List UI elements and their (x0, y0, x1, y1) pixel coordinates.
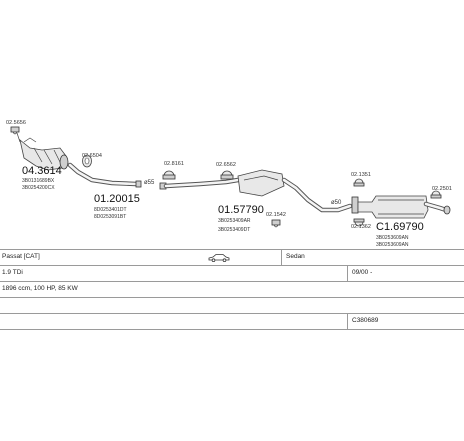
part-number-catalyst: 04.3614 (22, 165, 62, 177)
catalyst-assembly (10, 126, 69, 171)
part-number-clamp: 02.1362 (351, 224, 371, 230)
part-number-middle-silencer: 01.57790 (218, 204, 264, 216)
rear-silencer-assembly (351, 195, 451, 219)
part-number-clamp: 02.5656 (6, 120, 26, 126)
oem-code: 3B0254200CX (22, 185, 55, 191)
front-pipe (67, 162, 142, 188)
clamp-icon (353, 178, 365, 187)
clamp-icon (10, 126, 20, 135)
part-number-front-pipe: 01.20015 (94, 193, 140, 205)
part-number-gasket: 02.6504 (82, 153, 102, 159)
oem-code: 3B0131689BX (22, 178, 55, 184)
oem-code: 8D0253401DT (94, 207, 127, 213)
car-side-icon (208, 254, 230, 262)
oem-code: 8D0253091BT (94, 214, 126, 220)
part-number-clamp: 02.1351 (351, 172, 371, 178)
engine-specs: 1896 ccm, 100 HP, 85 KW (2, 285, 78, 292)
clamp-icon (271, 219, 281, 228)
exhaust-system-diagram: 02.5656 04.3614 3B0131689BX 3B0254200CX … (6, 120, 452, 248)
engine: 1.9 TDi (2, 269, 23, 276)
part-number-clamp: 02.8161 (164, 161, 184, 167)
body-type: Sedan (286, 253, 305, 260)
part-number-clamp: 02.2501 (432, 186, 452, 192)
info-row (0, 297, 464, 313)
middle-silencer-assembly (159, 169, 353, 213)
oem-code: 3B0253409AR (218, 218, 251, 224)
clamp-icon (430, 190, 442, 199)
part-number-rear-silencer: C1.69790 (376, 221, 424, 233)
part-number-clamp: 02.6562 (216, 162, 236, 168)
info-row: 1.9 TDi 09/00 - (0, 265, 464, 281)
production-date: 09/00 - (352, 269, 373, 276)
part-number-clamp: 02.1542 (266, 212, 286, 218)
reference-number: C380689 (352, 317, 379, 324)
pipe-diameter: ø55 (144, 180, 155, 186)
gasket-icon (82, 154, 92, 168)
info-row: Passat [CAT] Sedan (0, 249, 464, 265)
clamp-icon (353, 218, 365, 227)
oem-code: 3B0253609AN (376, 235, 409, 241)
oem-code: 3B0253609AN (376, 242, 409, 248)
oem-code: 3B0253409DT (218, 227, 250, 233)
info-row: 1896 ccm, 100 HP, 85 KW (0, 281, 464, 297)
info-row: C380689 (0, 313, 464, 330)
vehicle-info-table: Passat [CAT] Sedan 1.9 TDi 09/00 - 1896 … (0, 249, 464, 330)
vehicle-model: Passat [CAT] (2, 253, 40, 260)
clamp-icon (220, 170, 234, 180)
pipe-diameter: ø50 (331, 200, 342, 206)
clamp-icon (162, 170, 176, 180)
